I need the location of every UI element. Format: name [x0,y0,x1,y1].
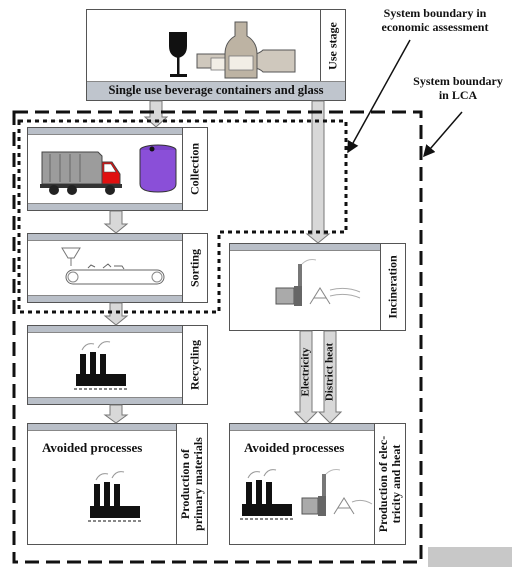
primary-factory-icon [88,471,142,522]
district-heat-label: District heat [324,331,336,412]
flow-arrow-sorting-to-recycling [103,302,129,326]
incineration-box: Incineration [229,243,406,331]
flow-arrow-district-heat [317,330,343,424]
flow-arrow-use-to-collection [143,100,169,128]
avoided-left-box: Avoided processes Production of primary … [27,423,208,545]
sorting-box: Sorting [27,233,208,303]
avoided-left-sidebar: Production of primary materials [176,424,207,544]
conveyor-icon [61,247,165,285]
economic-boundary-note: System boundary in economic assessment [360,6,510,34]
collection-box: Collection [27,127,208,211]
power-plant-icon [240,469,373,520]
recycling-band-top [28,326,207,333]
flow-arrow-use-to-incineration [305,100,331,244]
lca-boundary-pointer [423,111,463,158]
avoided-right-box: Avoided processes Production of elec- tr… [229,423,406,545]
recycling-band-bottom [28,397,207,404]
sorting-band-top [28,234,207,241]
economic-boundary [17,119,348,314]
electricity-text: Electricity [299,347,312,396]
use-stage-caption: Single use beverage containers and glass [108,83,324,97]
collection-band-top [28,128,207,135]
incineration-sidebar: Incineration [380,244,405,330]
bottom-gray-bar [428,547,512,567]
district-heat-text: District heat [323,342,336,401]
lca-boundary-note: System boundary in LCA [404,74,512,102]
incinerator-icon [275,259,361,306]
avoided-right-title: Avoided processes [244,440,345,455]
avoided-right-sidebar: Production of elec- tricity and heat [374,424,405,544]
incineration-band-top [230,244,405,251]
economic-boundary-pointer [347,39,411,154]
economic-note-line-2: economic assessment [381,20,489,34]
avoided-right-band-top [230,424,405,431]
economic-note-line-1: System boundary in [383,6,487,20]
use-stage-box: Use stage Single use beverage containers… [86,9,346,101]
recycling-box: Recycling [27,325,208,405]
factory-icon [74,341,128,390]
recycling-sidebar: Recycling [182,326,207,404]
lca-note-line-2: in LCA [438,88,478,102]
avoided-left-title: Avoided processes [42,440,143,455]
use-stage-band: Single use beverage containers and glass [87,81,345,100]
flow-arrow-recycling-to-avoided [103,404,129,424]
sorting-sidebar: Sorting [182,234,207,302]
flow-arrow-collection-to-sorting [103,210,129,234]
electricity-label: Electricity [300,331,312,412]
beverage-bottles-icon [169,21,296,79]
truck-and-bin-icon [40,144,177,195]
collection-band-bottom [28,203,207,210]
lca-boundary [12,110,423,564]
lca-note-line-1: System boundary [413,74,503,88]
use-stage-sidebar: Use stage [320,10,345,82]
avoided-left-band-top [28,424,207,431]
flow-arrow-electricity [293,330,319,424]
collection-sidebar: Collection [182,128,207,210]
sorting-band-bottom [28,295,207,302]
